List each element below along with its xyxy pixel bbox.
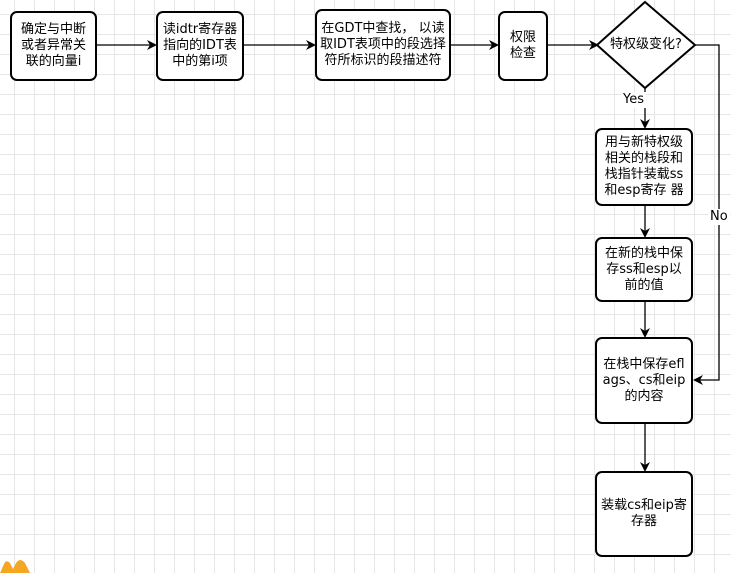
node-permission-check: 权限 检查 [498, 11, 548, 81]
node-load-ss-esp: 用与新特权级相关的栈段和栈指针装载ss和esp寄存 器 [595, 128, 693, 206]
node-save-old-ss-esp: 在新的栈中保存ss和esp以前的值 [595, 237, 693, 302]
node-load-cs-eip: 装载cs和eip寄存器 [595, 471, 693, 557]
no-label: No [708, 209, 730, 225]
yes-label: Yes [621, 92, 646, 108]
node-save-eflags-cs-eip: 在栈中保存eflags、cs和eip的内容 [595, 337, 693, 424]
node-read-idtr: 读idtr寄存器指向的IDT表中的第i项 [156, 11, 244, 81]
node-determine-vector: 确定与中断或者异常关联的向量i [10, 11, 97, 81]
node-gdt-lookup: 在GDT中查找， 以读取IDT表项中的段选择符所标识的段描述符 [315, 9, 451, 81]
decision-label: 特权级变化? [610, 37, 682, 52]
orange-decoration-icon [0, 560, 30, 573]
